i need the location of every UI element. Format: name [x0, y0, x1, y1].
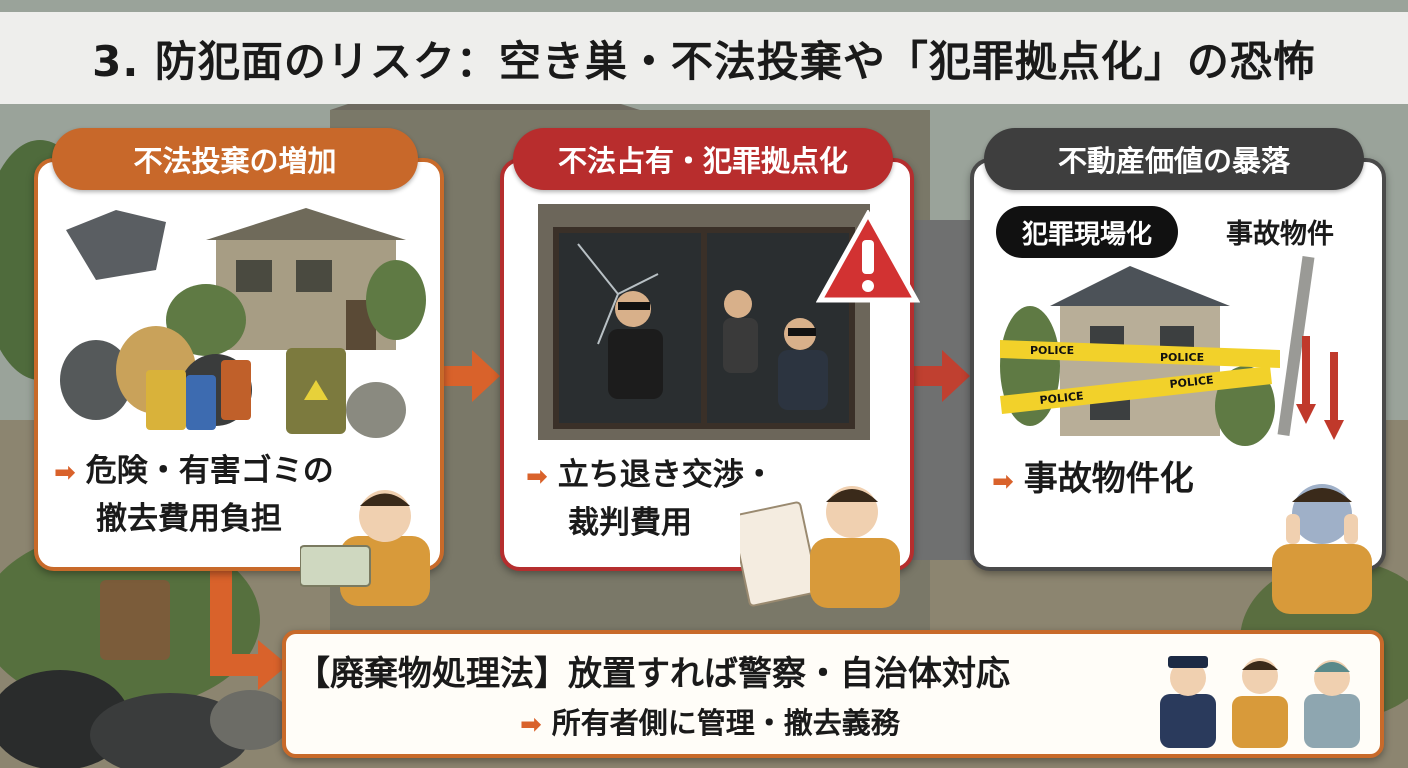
owner-duty-text: ➡ 所有者側に管理・撤去義務 — [520, 700, 900, 742]
arrow-bullet-icon: ➡ — [520, 710, 542, 740]
police-tape-text: POLICE — [1030, 344, 1074, 357]
warning-icon — [816, 210, 920, 303]
panel-body-illegal-occupation: ➡ 立ち退き交渉・ 裁判費用 — [526, 452, 775, 546]
panel-body-illegal-dumping: ➡ 危険・有害ゴミの 撤去費用負担 — [54, 448, 334, 542]
worried-man-document-illustration — [740, 486, 900, 608]
panel-body-value-drop: ➡ 事故物件化 — [992, 456, 1194, 505]
arrow-right-icon — [438, 350, 500, 402]
worried-man-money-illustration — [300, 490, 430, 606]
arrow-bullet-icon: ➡ — [526, 462, 548, 492]
arrow-bullet-icon: ➡ — [54, 458, 76, 488]
body-line-1: 危険・有害ゴミの — [85, 453, 334, 489]
body-line-2: 裁判費用 — [568, 505, 692, 541]
arrow-down-right-icon — [210, 562, 288, 690]
police-tape-text: POLICE — [1039, 389, 1084, 407]
owner-duty-label: 所有者側に管理・撤去義務 — [551, 706, 900, 740]
police-tape-text: POLICE — [1160, 351, 1204, 364]
title-bar: 3. 防犯面のリスク：空き巣・不法投棄や「犯罪拠点化」の恐怖 — [0, 12, 1408, 104]
body-line-1: 事故物件化 — [1023, 459, 1194, 499]
distressed-man-illustration — [1272, 484, 1372, 614]
police-officials-illustration — [1160, 656, 1360, 748]
police-tape-text: POLICE — [1169, 373, 1214, 391]
body-line-1: 立ち退き交渉・ — [557, 457, 775, 493]
panel-header-illegal-dumping: 不法投棄の増加 — [52, 128, 418, 190]
accident-property-label: 事故物件 — [1226, 219, 1334, 250]
illegal-dumping-illustration — [60, 208, 426, 438]
panel-header-illegal-occupation: 不法占有・犯罪拠点化 — [513, 128, 893, 190]
body-line-2: 撤去費用負担 — [96, 501, 282, 537]
panel-header-value-drop: 不動産価値の暴落 — [984, 128, 1364, 190]
law-notice-text: 【廃棄物処理法】放置すれば警察・自治体対応 — [296, 654, 1010, 694]
speech-bubble-crime-scene: 犯罪現場化 — [996, 206, 1178, 258]
arrow-right-icon — [908, 350, 970, 402]
break-in-illustration — [538, 204, 870, 440]
police-tape-house-illustration: POLICE POLICE POLICE POLICE — [1000, 256, 1344, 446]
arrow-bullet-icon: ➡ — [992, 467, 1014, 497]
page-title: 3. 防犯面のリスク：空き巣・不法投棄や「犯罪拠点化」の恐怖 — [92, 36, 1316, 86]
